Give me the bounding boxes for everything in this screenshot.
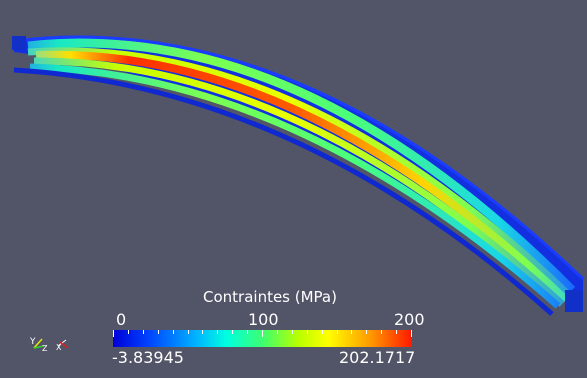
- support-left: [12, 36, 26, 50]
- scalar-bar-range-max: 202.1717: [339, 348, 416, 367]
- scalar-bar-tick-marks: [113, 330, 412, 337]
- beam-edge-top: [13, 35, 585, 281]
- beam-rib-4: [29, 63, 561, 309]
- beam-rib-1: [27, 38, 576, 294]
- scalar-bar-title: Contraintes (MPa): [203, 288, 337, 306]
- y-axis-line: [33, 338, 43, 349]
- axis-label-z: Z: [42, 344, 48, 353]
- scalar-bar-tick-100: 100: [248, 310, 279, 329]
- orientation-axes: Y Z X: [29, 337, 69, 353]
- scalar-bar-range-min: -3.83945: [112, 348, 184, 367]
- beam-rib-2: [27, 47, 573, 299]
- beam-edge-bottom: [13, 67, 554, 316]
- axis-label-y: Y: [29, 337, 36, 347]
- xyz-axes-icon: [33, 338, 69, 349]
- beam-model: [12, 35, 585, 316]
- support-right: [565, 290, 583, 312]
- z-axis-line: [33, 345, 45, 349]
- scalar-bar-colormap: [113, 330, 412, 347]
- scalar-bar-tick-200: 200: [394, 310, 425, 329]
- axis-label-x: X: [56, 343, 62, 352]
- beam-rib-hot: [35, 50, 569, 303]
- x-axis-marker: [59, 341, 69, 349]
- beam-rib-3: [33, 57, 565, 307]
- scalar-bar-tick-0: 0: [116, 310, 127, 329]
